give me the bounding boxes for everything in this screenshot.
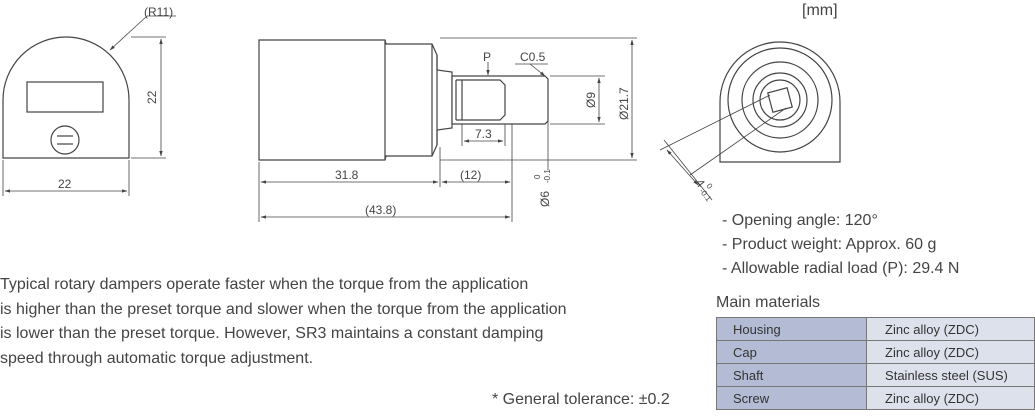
dim-shaft-dia: Ø9 bbox=[584, 92, 598, 108]
part-cell: Housing bbox=[715, 317, 868, 341]
end-view bbox=[659, 41, 841, 201]
dim-body-length: 31.8 bbox=[335, 168, 359, 182]
spec-list: - Opening angle: 120° - Product weight: … bbox=[722, 209, 959, 281]
adjust-screw bbox=[50, 125, 80, 155]
dim-height: 22 bbox=[145, 90, 159, 104]
part-cell: Shaft bbox=[715, 363, 868, 387]
material-cell: Stainless steel (SUS) bbox=[866, 363, 1035, 387]
description-line: is higher than the preset torque and slo… bbox=[0, 300, 567, 318]
description-line: speed through automatic torque adjustmen… bbox=[0, 349, 314, 367]
dim-body-dia: Ø21.7 bbox=[617, 87, 631, 120]
dim-shaft-length: (12) bbox=[460, 168, 481, 182]
end-view-outline bbox=[719, 41, 841, 163]
material-cell: Zinc alloy (ZDC) bbox=[866, 386, 1035, 410]
dim-radius: (R11) bbox=[144, 5, 173, 19]
dim-flat-tol-upper: 0 bbox=[704, 182, 714, 191]
hex-socket bbox=[767, 87, 793, 113]
description-line: is lower than the preset torque. However… bbox=[0, 325, 544, 342]
material-cell: Zinc alloy (ZDC) bbox=[866, 340, 1035, 364]
dim-chamfer: C0.5 bbox=[520, 50, 546, 64]
dim-hole-tol-lower: -0.1 bbox=[543, 169, 552, 183]
table-row: Housing Zinc alloy (ZDC) bbox=[715, 317, 1035, 341]
unit-label: [mm] bbox=[802, 2, 838, 19]
spec-product-weight: - Product weight: Approx. 60 g bbox=[722, 236, 937, 253]
side-view-body bbox=[258, 39, 453, 161]
front-view bbox=[2, 15, 176, 196]
description: Typical rotary dampers operate faster wh… bbox=[0, 273, 660, 371]
part-cell: Screw bbox=[715, 386, 868, 410]
part-cell: Cap bbox=[715, 340, 868, 364]
dim-total-length: (43.8) bbox=[365, 203, 396, 217]
dim-hole-tol-upper: 0 bbox=[533, 174, 542, 179]
materials-table: Housing Zinc alloy (ZDC) Cap Zinc alloy … bbox=[715, 317, 1035, 410]
dim-width: 22 bbox=[58, 177, 72, 191]
table-row: Cap Zinc alloy (ZDC) bbox=[715, 340, 1035, 364]
table-row: Screw Zinc alloy (ZDC) bbox=[715, 386, 1035, 410]
materials-title: Main materials bbox=[716, 294, 821, 311]
side-view bbox=[258, 37, 637, 222]
spec-opening-angle: - Opening angle: 120° bbox=[722, 212, 878, 229]
dim-load-point: P bbox=[483, 50, 491, 64]
spec-radial-load: - Allowable radial load (P): 29.4 N bbox=[722, 260, 960, 277]
tolerance-note: * General tolerance: ±0.2 bbox=[492, 391, 670, 408]
dim-flat-tol-lower: -0.1 bbox=[697, 187, 713, 204]
display-window bbox=[26, 81, 104, 113]
material-cell: Zinc alloy (ZDC) bbox=[866, 317, 1035, 341]
dim-key-length: 7.3 bbox=[475, 127, 492, 141]
dim-hole-dia: Ø6 bbox=[538, 191, 552, 207]
description-line: Typical rotary dampers operate faster wh… bbox=[0, 276, 529, 293]
side-view-shaft bbox=[452, 75, 549, 125]
table-row: Shaft Stainless steel (SUS) bbox=[715, 363, 1035, 387]
